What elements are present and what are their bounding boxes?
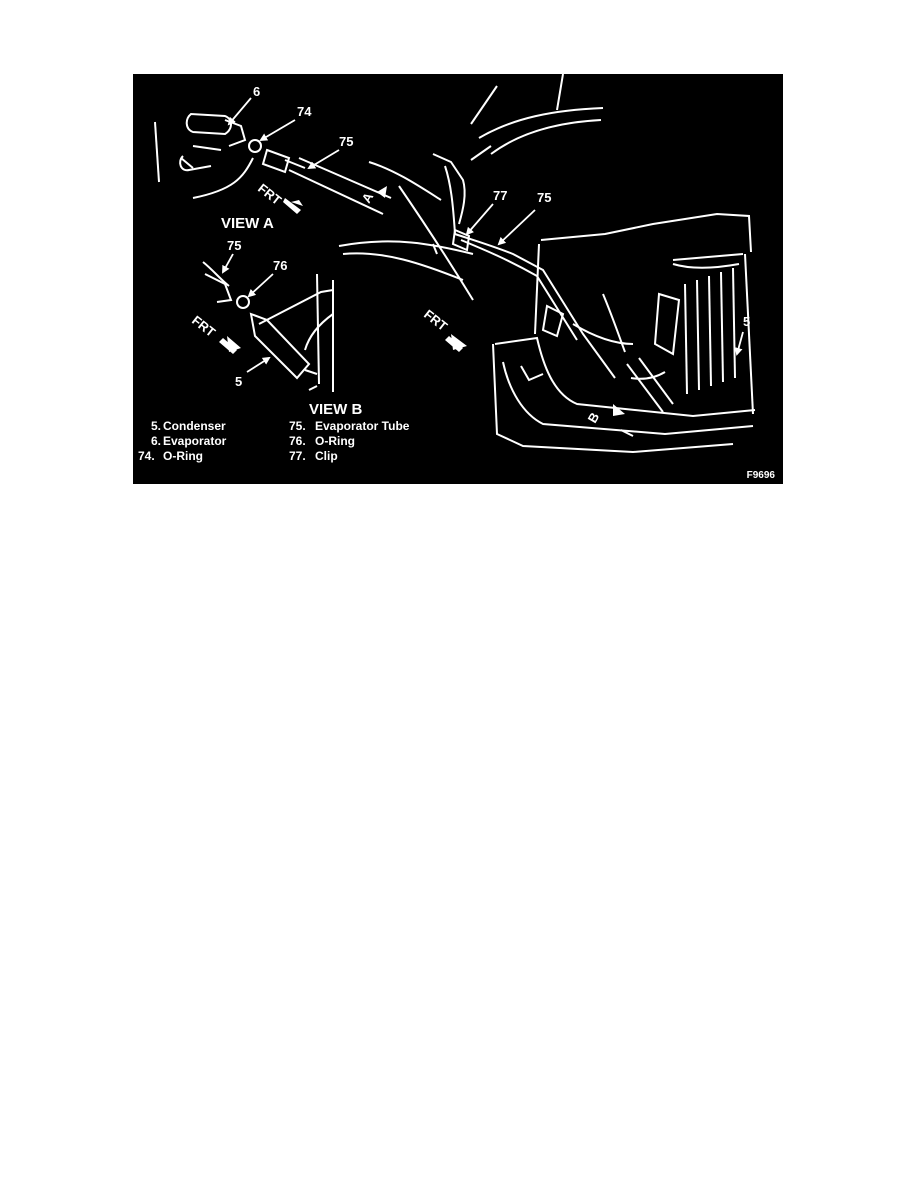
legend-item: 76. O-Ring bbox=[289, 434, 355, 448]
svg-text:76.: 76. bbox=[289, 434, 306, 448]
svg-text:74.: 74. bbox=[138, 449, 155, 463]
svg-text:Evaporator: Evaporator bbox=[163, 434, 227, 448]
svg-text:Condenser: Condenser bbox=[163, 419, 226, 433]
view-a-title: VIEW A bbox=[221, 215, 274, 232]
svg-text:77.: 77. bbox=[289, 449, 306, 463]
callouts-view-b: 75 76 5 bbox=[227, 238, 287, 389]
main-illustration bbox=[338, 74, 756, 454]
svg-text:O-Ring: O-Ring bbox=[315, 434, 355, 448]
callouts-view-a: 6 74 75 bbox=[253, 84, 353, 149]
legend-item: 77. Clip bbox=[289, 449, 338, 463]
callout-5-view-b: 5 bbox=[235, 374, 242, 389]
legend: 5. Condenser 6. Evaporator 74. O-Ring 75… bbox=[138, 419, 410, 463]
legend-item: 5. Condenser bbox=[151, 419, 226, 433]
callout-5-main: 5 bbox=[743, 314, 750, 329]
frt-label-main: FRT bbox=[421, 307, 450, 334]
callout-74: 74 bbox=[297, 104, 312, 119]
svg-text:Clip: Clip bbox=[315, 449, 338, 463]
svg-text:Evaporator Tube: Evaporator Tube bbox=[315, 419, 410, 433]
frt-arrows bbox=[219, 186, 625, 416]
legend-item: 75. Evaporator Tube bbox=[289, 419, 410, 433]
leader-lines bbox=[222, 97, 744, 373]
callout-75-main: 75 bbox=[537, 190, 551, 205]
view-b-title: VIEW B bbox=[309, 401, 363, 418]
diagram-svg: 6 74 75 75 76 5 77 75 5 A B FRT FRT FRT … bbox=[138, 74, 776, 481]
legend-item: 6. Evaporator bbox=[151, 434, 227, 448]
svg-text:6.: 6. bbox=[151, 434, 161, 448]
callout-75-view-a: 75 bbox=[339, 134, 353, 149]
callouts-main: 77 75 5 A B bbox=[359, 188, 751, 426]
callout-77: 77 bbox=[493, 188, 507, 203]
view-b-illustration bbox=[202, 261, 334, 392]
callout-76: 76 bbox=[273, 258, 287, 273]
callout-6: 6 bbox=[253, 84, 260, 99]
frt-label-view-b: FRT bbox=[189, 313, 218, 340]
svg-text:O-Ring: O-Ring bbox=[163, 449, 203, 463]
diagram-figure: 6 74 75 75 76 5 77 75 5 A B FRT FRT FRT … bbox=[133, 74, 783, 484]
figure-code: F9696 bbox=[747, 470, 776, 481]
legend-item: 74. O-Ring bbox=[138, 449, 203, 463]
view-marker-b: B bbox=[585, 410, 603, 426]
callout-75-view-b: 75 bbox=[227, 238, 241, 253]
svg-text:75.: 75. bbox=[289, 419, 306, 433]
svg-text:5.: 5. bbox=[151, 419, 161, 433]
frt-label-view-a: FRT bbox=[255, 181, 284, 208]
